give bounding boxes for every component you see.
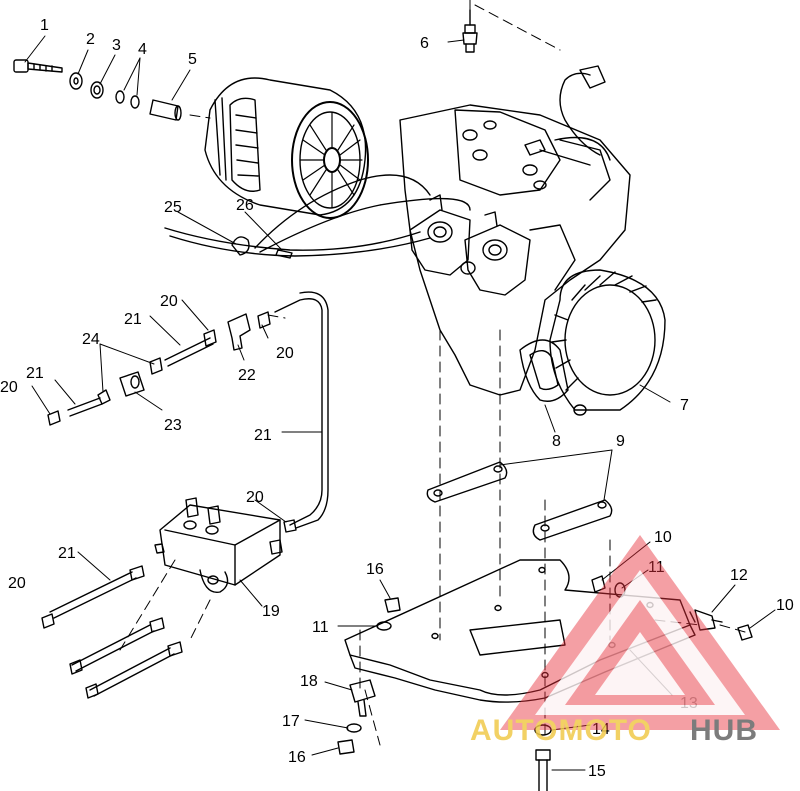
fuel-lines bbox=[41, 291, 329, 699]
line-art bbox=[13, 0, 776, 791]
seal-3 bbox=[90, 81, 104, 99]
washer-11a bbox=[376, 621, 392, 631]
callout-p20d: 20 bbox=[246, 489, 264, 506]
clamp-24b bbox=[149, 357, 163, 375]
o-ring-4a bbox=[115, 90, 125, 104]
callout-p20a: 20 bbox=[160, 293, 178, 310]
callout-p21d: 21 bbox=[58, 545, 76, 562]
callout-p12: 12 bbox=[730, 567, 748, 584]
callout-p26: 26 bbox=[236, 197, 254, 214]
callout-p11b: 11 bbox=[648, 559, 665, 576]
throttle-cables bbox=[164, 174, 471, 259]
washer-14 bbox=[534, 724, 552, 736]
callout-p10b: 10 bbox=[776, 597, 794, 614]
callout-p1: 1 bbox=[40, 17, 49, 34]
callout-p14: 14 bbox=[592, 721, 610, 738]
callout-p21a: 21 bbox=[124, 311, 142, 328]
watermark-text-automoto: AUTOMOTO bbox=[470, 714, 652, 747]
callout-p2: 2 bbox=[86, 31, 95, 48]
callout-p20e: 20 bbox=[8, 575, 26, 592]
callout-p22: 22 bbox=[238, 367, 256, 384]
right-hardware bbox=[591, 575, 753, 641]
clamp-20c bbox=[257, 311, 271, 329]
bolt-1 bbox=[13, 59, 63, 73]
callout-p6: 6 bbox=[420, 35, 429, 52]
mount-pads-9 bbox=[426, 461, 613, 541]
callout-labels: 1 2 3 4 5 6 7 8 9 10 10 11 11 12 13 14 1… bbox=[0, 17, 794, 780]
callout-p20c: 20 bbox=[0, 379, 18, 396]
callout-p5: 5 bbox=[188, 51, 197, 68]
fuel-pump-19 bbox=[154, 497, 283, 594]
filter-23 bbox=[119, 371, 145, 397]
callout-p21b: 21 bbox=[26, 365, 44, 382]
watermark: AUTOMOTO HUB bbox=[470, 535, 780, 747]
callout-p10a: 10 bbox=[654, 529, 672, 546]
callout-p19: 19 bbox=[262, 603, 280, 620]
callout-p9: 9 bbox=[616, 433, 625, 450]
recoil-starter-7 bbox=[549, 269, 666, 416]
clamp-20b bbox=[203, 329, 217, 347]
callout-p18: 18 bbox=[300, 673, 318, 690]
leader-lines bbox=[24, 35, 776, 771]
watermark-triangle-icon bbox=[500, 535, 780, 730]
watermark-text-hub: HUB bbox=[690, 714, 758, 747]
callout-p7: 7 bbox=[680, 397, 689, 414]
callout-p4: 4 bbox=[138, 41, 147, 58]
spacer-5 bbox=[149, 99, 179, 121]
callout-p17: 17 bbox=[282, 713, 300, 730]
washer-2 bbox=[69, 72, 83, 90]
o-ring-4b bbox=[130, 95, 140, 109]
clamp-24a bbox=[97, 389, 111, 405]
callout-p11a: 11 bbox=[312, 619, 329, 636]
callout-p8: 8 bbox=[552, 433, 561, 450]
bolt-15 bbox=[535, 749, 551, 791]
starter-handle-8 bbox=[519, 339, 569, 402]
washer-17 bbox=[346, 723, 362, 733]
callout-p16a: 16 bbox=[366, 561, 384, 578]
callout-p24: 24 bbox=[82, 331, 100, 348]
callout-p25: 25 bbox=[164, 199, 182, 216]
callout-p21c: 21 bbox=[254, 427, 272, 444]
callout-p23: 23 bbox=[164, 417, 182, 434]
callout-p15: 15 bbox=[588, 763, 606, 780]
callout-p20b: 20 bbox=[276, 345, 294, 362]
left-bottom-hardware bbox=[337, 597, 401, 755]
callout-p3: 3 bbox=[112, 37, 121, 54]
spark-plug-6 bbox=[462, 9, 478, 53]
clamp-20a bbox=[47, 410, 61, 426]
isolator-18 bbox=[349, 679, 376, 703]
carburetors bbox=[409, 194, 531, 296]
drive-clutch bbox=[204, 77, 369, 219]
callout-p16b: 16 bbox=[288, 749, 306, 766]
nut-10b bbox=[737, 624, 753, 641]
nut-16a bbox=[384, 597, 401, 613]
tee-22 bbox=[227, 313, 251, 351]
stud-12 bbox=[694, 609, 716, 631]
nut-16b bbox=[337, 739, 355, 755]
engine-block bbox=[399, 65, 631, 396]
